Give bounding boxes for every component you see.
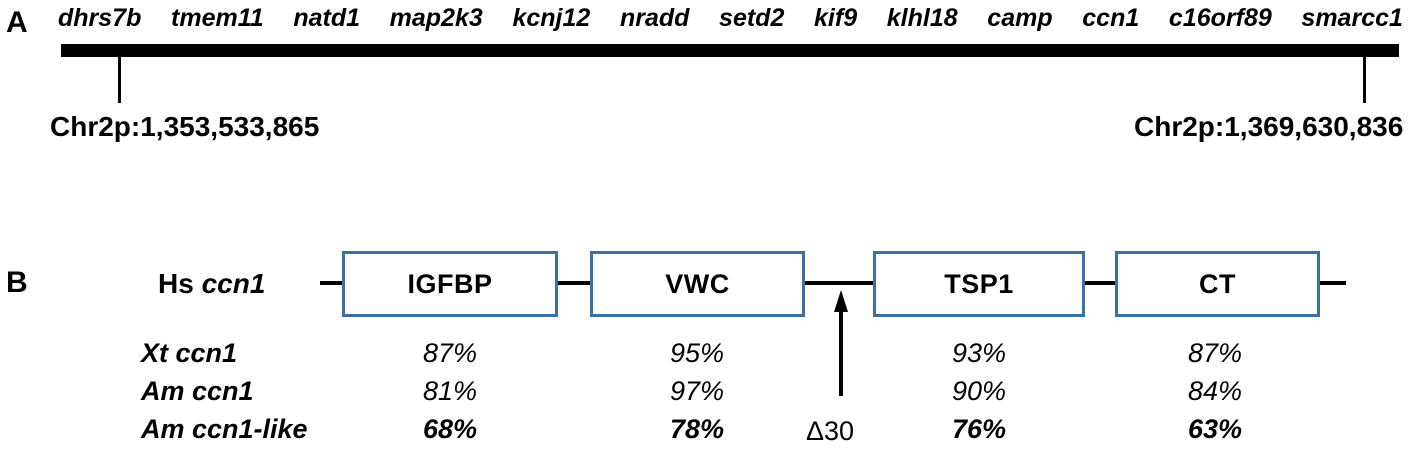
reference-gene-name: ccn1 (201, 268, 266, 299)
row-label-am-ccn1: Am ccn1 (141, 376, 254, 406)
tick-mark-left (118, 57, 121, 103)
gene-label-map2k3: map2k3 (389, 3, 483, 32)
domain-box-vwc: VWC (590, 251, 805, 317)
linker-igfbp-vwc (558, 281, 590, 285)
domain-box-tsp1: TSP1 (873, 251, 1085, 317)
gene-label-setd2: setd2 (719, 3, 785, 32)
deletion-arrow-icon (834, 290, 848, 396)
gene-label-kif9: kif9 (814, 3, 858, 32)
linker-tsp1-ct (1085, 281, 1115, 285)
domain-box-ct: CT (1115, 251, 1320, 317)
gene-label-kcnj12: kcnj12 (512, 3, 591, 32)
tick-mark-right (1363, 57, 1366, 103)
chromosome-bar (61, 44, 1399, 57)
domain-track: IGFBP VWC TSP1 CT (310, 251, 1353, 317)
pct-amlike-igfbp: 68% (422, 414, 478, 444)
pct-xt-ct: 87% (1187, 338, 1243, 368)
gene-label-row: dhrs7b tmem11 natd1 map2k3 kcnj12 nradd … (58, 2, 1403, 34)
domain-label-vwc: VWC (665, 268, 730, 299)
row-label-am-ccn1-like: Am ccn1-like (141, 414, 308, 444)
gene-label-smarcc1: smarcc1 (1301, 3, 1403, 32)
linker-c-terminal (1320, 281, 1346, 285)
linker-n-terminal (320, 281, 342, 285)
gene-label-klhl18: klhl18 (886, 3, 958, 32)
coordinate-label-left: Chr2p:1,353,533,865 (50, 111, 320, 142)
reference-species-label: Hs ccn1 (158, 268, 265, 300)
row-label-xt-ccn1: Xt ccn1 (141, 338, 238, 368)
panel-label-a: A (6, 6, 28, 39)
domain-box-igfbp: IGFBP (342, 251, 558, 317)
pct-amlike-tsp1: 76% (951, 414, 1007, 444)
gene-label-dhrs7b: dhrs7b (58, 3, 142, 32)
deletion-annotation-label: Δ30 (806, 416, 855, 446)
pct-am-ct: 84% (1187, 376, 1243, 406)
gene-label-nradd: nradd (619, 3, 690, 32)
pct-amlike-vwc: 78% (669, 414, 725, 444)
pct-amlike-ct: 63% (1187, 414, 1243, 444)
domain-label-igfbp: IGFBP (407, 268, 493, 299)
domain-label-ct: CT (1199, 268, 1236, 299)
linker-vwc-tsp1 (805, 281, 873, 285)
gene-label-camp: camp (987, 3, 1053, 32)
pct-am-vwc: 97% (669, 376, 725, 406)
pct-am-tsp1: 90% (951, 376, 1007, 406)
reference-species-prefix: Hs (158, 268, 194, 299)
coordinate-label-right: Chr2p:1,369,630,836 (1134, 111, 1404, 142)
pct-xt-igfbp: 87% (422, 338, 478, 368)
gene-label-natd1: natd1 (293, 3, 360, 32)
gene-label-tmem11: tmem11 (171, 3, 264, 32)
pct-am-igfbp: 81% (422, 376, 478, 406)
pct-xt-vwc: 95% (669, 338, 725, 368)
domain-label-tsp1: TSP1 (944, 268, 1014, 299)
gene-label-ccn1: ccn1 (1082, 3, 1140, 32)
panel-label-b: B (6, 266, 28, 299)
pct-xt-tsp1: 93% (951, 338, 1007, 368)
gene-label-c16orf89: c16orf89 (1168, 3, 1272, 32)
